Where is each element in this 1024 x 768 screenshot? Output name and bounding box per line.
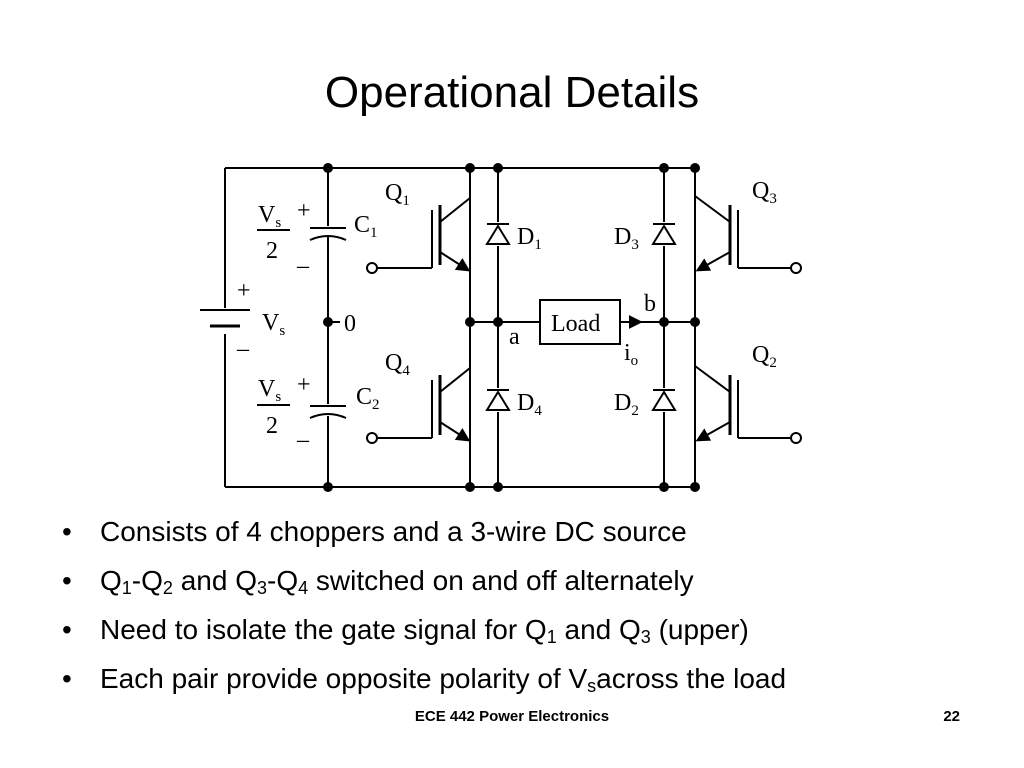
c1-label: C1 (354, 212, 378, 241)
q3-label: Q3 (752, 178, 777, 207)
c1-plate-bottom (309, 235, 347, 241)
q2-label: Q2 (752, 342, 777, 371)
inverter-circuit-diagram: Q1 Q4 Q3 Q2 D1 D4 D3 D2 C1 C2 Vs 2 Vs 2 … (200, 163, 802, 492)
bullet-list: •Consists of 4 choppers and a 3-wire DC … (62, 510, 786, 706)
d3-diode (651, 224, 677, 245)
c2-plate-bottom (309, 413, 347, 419)
q2-gate-terminal (790, 432, 802, 444)
c1-minus: – (296, 253, 310, 279)
half-top-label: 2 (266, 238, 278, 264)
bullet-item: •Consists of 4 choppers and a 3-wire DC … (62, 510, 786, 559)
d4-diode (485, 390, 511, 411)
vs-bottom-label: Vs (258, 376, 281, 405)
footer-course-title: ECE 442 Power Electronics (414, 708, 610, 725)
slide-title: Operational Details (324, 68, 700, 117)
c2-label: C2 (356, 384, 380, 413)
c1-plus: + (297, 198, 311, 224)
q1-label: Q1 (385, 180, 410, 209)
d2-diode (651, 390, 677, 411)
bullet-item: •Q1-Q2 and Q3-Q4 switched on and off alt… (62, 559, 786, 608)
bullet-marker: • (62, 663, 72, 694)
half-bottom-label: 2 (266, 413, 278, 439)
c2-minus: – (296, 427, 310, 453)
q4-label: Q4 (385, 350, 410, 379)
bullet-marker: • (62, 614, 72, 645)
bullet-item: •Each pair provide opposite polarity of … (62, 657, 786, 706)
d1-label: D1 (517, 224, 542, 253)
current-label: io (624, 340, 638, 369)
q4-gate-terminal (366, 432, 378, 444)
d4-label: D4 (517, 390, 542, 419)
load-label: Load (551, 311, 600, 337)
d1-diode (485, 224, 511, 245)
load-box (539, 299, 621, 345)
vs-source-label: Vs (262, 310, 285, 339)
bullet-item: •Need to isolate the gate signal for Q1 … (62, 608, 786, 657)
node-a-label: a (509, 324, 520, 350)
d2-label: D2 (614, 390, 639, 419)
source-plus: + (237, 278, 251, 304)
q3-gate-terminal (790, 262, 802, 274)
bullet-marker: • (62, 516, 72, 547)
node-b-label: b (644, 291, 656, 317)
q1-gate-terminal (366, 262, 378, 274)
d3-label: D3 (614, 224, 639, 253)
vs-top-label: Vs (258, 202, 281, 231)
bullet-marker: • (62, 565, 72, 596)
c2-plus: + (297, 372, 311, 398)
midpoint-zero-label: 0 (344, 311, 356, 337)
footer-page-number: 22 (943, 708, 960, 725)
source-minus: – (236, 336, 250, 362)
